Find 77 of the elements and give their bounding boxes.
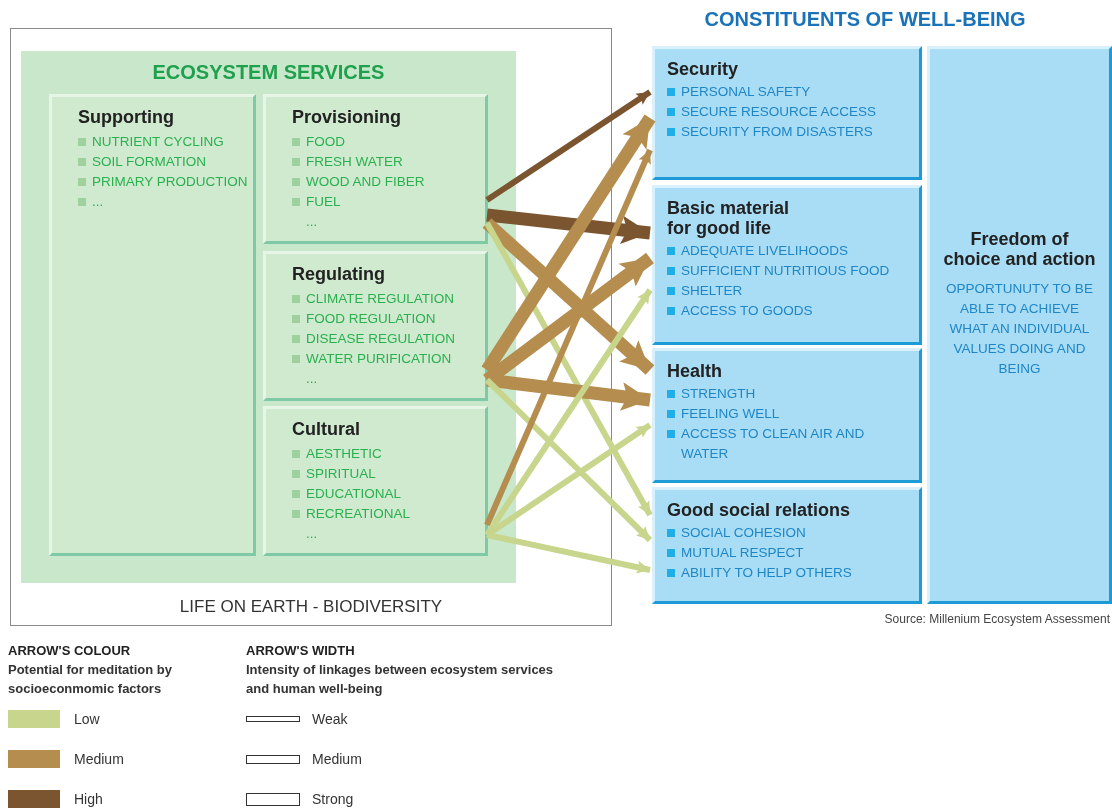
list-item: ADEQUATE LIVELIHOODS [667,241,849,261]
box-heading: Cultural [292,419,360,440]
list-item: PERSONAL SAFETY [667,82,811,102]
arrow [486,208,651,245]
box-heading: Basic material for good life [667,198,791,238]
arrow [484,288,653,537]
list-item: SOCIAL COHESION [667,523,806,543]
arrow [486,532,651,574]
list-item: SECURITY FROM DISASTERS [667,122,873,142]
list-item: SECURE RESOURCE ACCESS [667,102,877,122]
legend-label: Medium [74,751,124,767]
box-heading: Regulating [292,264,385,285]
source-note: Source: Millenium Ecosystem Assessment [883,612,1110,626]
legend-label: High [74,791,103,807]
well-being-box [652,487,922,604]
list-item: WOOD AND FIBER [292,172,425,192]
list-item: SOIL FORMATION [78,152,206,172]
service-box [263,406,488,556]
well-being-box [652,348,922,483]
list-item: SHELTER [667,281,743,301]
arrow [486,373,651,411]
list-item: RECREATIONAL [292,504,411,524]
arrow [484,148,653,527]
well-being-box [652,185,922,345]
legend-subtitle: Intensity of linkages between ecosystem services and human well-being [246,661,555,698]
section-title: CONSTITUENTS OF WELL-BEING [703,8,1027,31]
box-heading: Security [667,59,739,79]
service-box [49,94,256,556]
legend-heading: ARROW'S WIDTH [246,643,356,658]
list-item: ... [305,213,318,231]
list-item: PRIMARY PRODUCTION [78,172,248,192]
legend-label: Strong [312,791,354,807]
list-item: FUEL [292,192,341,212]
arrow [482,218,655,375]
legend-label: Medium [312,751,362,767]
list-item: SPIRITUAL [292,464,376,484]
panel-title: ECOSYSTEM SERVICES [151,61,386,84]
service-box [263,251,488,401]
box-heading: Supporting [78,107,174,128]
list-item: ... [305,370,318,388]
box-heading: Freedom of choice and action [942,229,1097,269]
list-item: CLIMATE REGULATION [292,289,455,309]
list-item: ACCESS TO CLEAN AIR AND WATER [667,424,891,464]
list-item: FEELING WELL [667,404,780,424]
arrow [484,221,653,517]
list-item: FOOD [292,132,345,152]
arrow [481,114,656,374]
list-item: ... [78,192,104,212]
box-heading: Health [667,361,722,381]
legend-label: Low [74,711,100,727]
freedom-box [927,46,1112,604]
list-item: DISEASE REGULATION [292,329,456,349]
list-item: SUFFICIENT NUTRITIOUS FOOD [667,261,891,281]
list-item: STRENGTH [667,384,756,404]
box-description: OPPORTUNUTY TO BE ABLE TO ACHIEVE WHAT AN INDIVIDUAL VALUES DOING AND BEING [945,280,1094,378]
frame-caption: LIFE ON EARTH - BIODIVERSITY [178,597,444,617]
list-item: NUTRIENT CYCLING [78,132,224,152]
box-heading: Good social relations [667,500,851,520]
list-item: ... [305,525,318,543]
box-heading: Provisioning [292,107,401,128]
list-item: FOOD REGULATION [292,309,436,329]
list-item: ACCESS TO GOODS [667,301,813,321]
service-box [263,94,488,244]
list-item: EDUCATIONAL [292,484,401,504]
services-panel [21,51,516,583]
legend-heading: ARROW'S COLOUR [8,643,132,658]
arrow [484,377,653,543]
arrow [485,89,652,203]
list-item: AESTHETIC [292,444,382,464]
list-item: ABILITY TO HELP OTHERS [667,563,852,583]
outer-frame [10,28,612,626]
list-item: WATER PURIFICATION [292,349,452,369]
list-item: FRESH WATER [292,152,403,172]
list-item: MUTUAL RESPECT [667,543,804,563]
legend-label: Weak [312,711,348,727]
well-being-box [652,46,922,180]
legend-subtitle: Potential for meditation by socioeconmomic factors [8,661,173,698]
